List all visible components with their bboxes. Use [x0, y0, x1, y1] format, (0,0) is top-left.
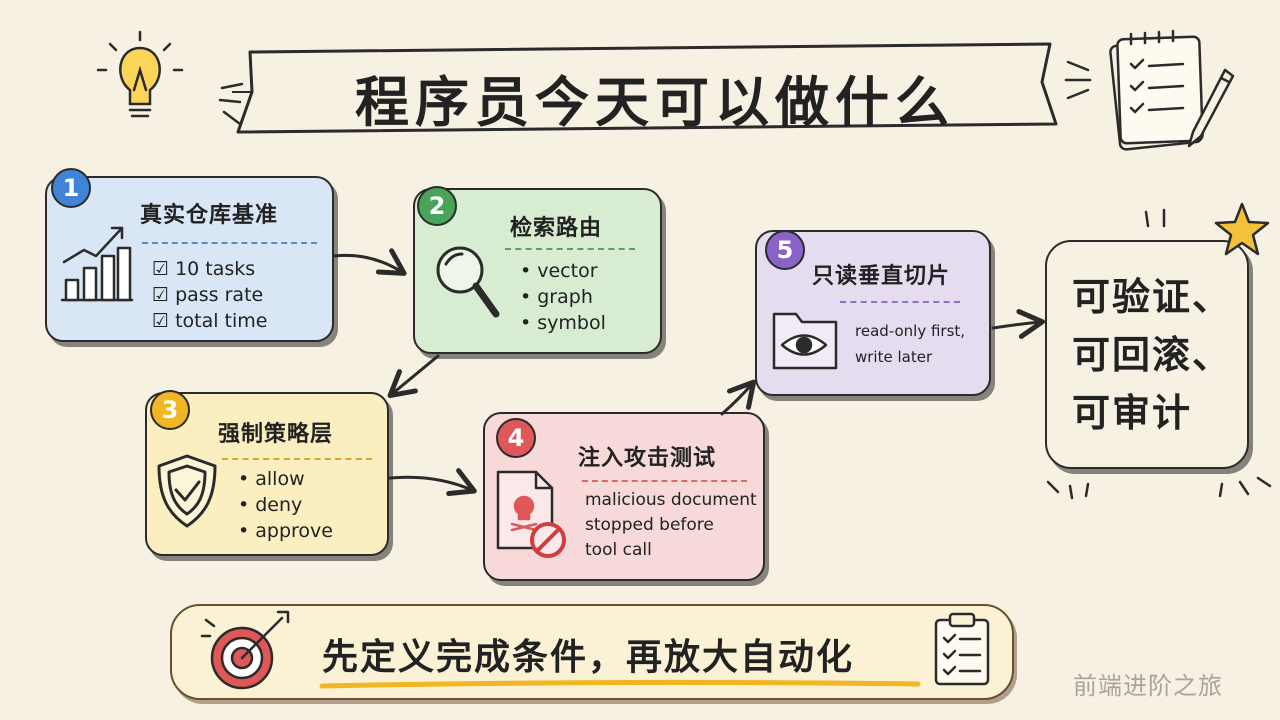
star-icon	[1214, 202, 1270, 256]
arrow-4-to-5	[720, 379, 757, 416]
emphasis-lines-icon	[1046, 208, 1272, 500]
bottom-banner-text: 先定义完成条件，再放大自动化	[322, 637, 855, 678]
note-line: write later	[855, 348, 933, 366]
list-item: ☑ total time	[152, 310, 268, 332]
bar-chart-growth-icon	[60, 226, 134, 302]
title-banner	[232, 42, 1058, 134]
step-badge-1: 1	[51, 168, 91, 208]
clipboard-checklist-icon	[934, 612, 990, 686]
step-title-5: 只读垂直切片	[812, 264, 951, 289]
step-title-2: 检索路由	[510, 216, 603, 241]
result-line: 可审计	[1072, 391, 1193, 435]
page-title: 程序员今天可以做什么	[355, 71, 955, 134]
magnifier-icon	[436, 246, 500, 318]
result-line: 可回滚、	[1072, 333, 1233, 377]
step-list-2: • vector • graph • symbol	[520, 258, 606, 336]
arrow-5-to-result	[991, 309, 1045, 339]
result-card	[1045, 240, 1249, 469]
note-line: read-only first,	[855, 322, 966, 340]
sparkle-lines-icon	[218, 82, 244, 126]
step-card-1	[45, 176, 334, 342]
sparkle-lines-right-icon	[1064, 60, 1092, 100]
result-line: 可验证、	[1072, 275, 1233, 319]
divider-3	[222, 458, 372, 460]
list-item: • symbol	[520, 312, 606, 334]
list-item: • approve	[238, 520, 333, 542]
divider-1	[142, 242, 317, 244]
lightbulb-icon	[96, 30, 184, 118]
list-item: • vector	[520, 260, 598, 282]
step-badge-3: 3	[150, 390, 190, 430]
result-text: 可验证、 可回滚、 可审计	[1072, 268, 1232, 442]
step-title-1: 真实仓库基准	[140, 203, 279, 228]
step-badge-2: 2	[417, 186, 457, 226]
step-note-5: read-only first, write later	[855, 318, 965, 370]
shield-check-icon	[157, 454, 217, 528]
divider-5	[840, 301, 960, 303]
arrow-1-to-2	[332, 248, 407, 276]
divider-4	[582, 480, 747, 482]
note-line: tool call	[585, 540, 652, 560]
note-line: stopped before	[585, 515, 714, 535]
arrow-3-to-4	[388, 468, 477, 497]
banner-underline	[319, 679, 921, 689]
step-list-3: • allow • deny • approve	[238, 466, 333, 544]
notepad-icon	[1109, 29, 1235, 151]
divider-2	[505, 248, 635, 250]
target-arrow-icon	[200, 610, 290, 690]
list-item: ☑ 10 tasks	[152, 258, 256, 280]
arrow-2-to-3	[387, 354, 440, 399]
list-item: ☑ pass rate	[152, 284, 264, 306]
watermark: 前端进阶之旅	[1073, 672, 1223, 700]
step-badge-5: 5	[765, 230, 805, 270]
malicious-document-icon	[496, 470, 566, 558]
list-item: • deny	[238, 494, 303, 516]
folder-eye-icon	[772, 312, 838, 370]
step-title-3: 强制策略层	[218, 422, 334, 447]
step-note-4: malicious document stopped before tool c…	[585, 488, 757, 563]
step-title-4: 注入攻击测试	[578, 446, 717, 471]
list-item: • allow	[238, 468, 305, 490]
step-badge-4: 4	[496, 418, 536, 458]
note-line: malicious document	[585, 490, 757, 510]
step-list-1: ☑ 10 tasks ☑ pass rate ☑ total time	[152, 256, 267, 334]
list-item: • graph	[520, 286, 593, 308]
